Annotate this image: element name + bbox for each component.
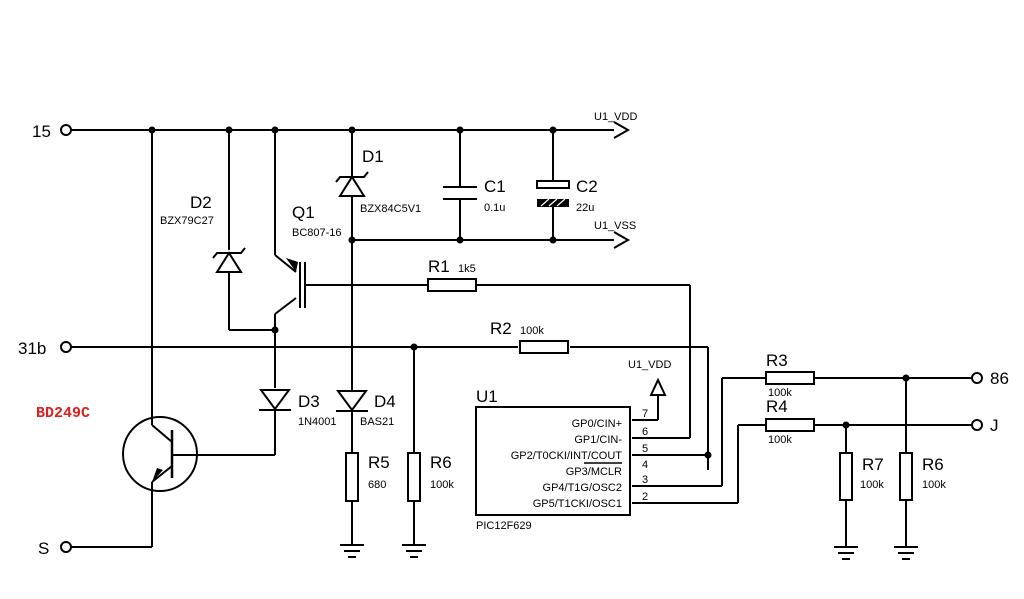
terminal-j-label: J bbox=[990, 416, 999, 435]
c2-value: 22u bbox=[576, 202, 594, 214]
terminal-15: 15 bbox=[32, 122, 72, 141]
u1-pin-num-2: 2 bbox=[642, 491, 648, 503]
c1-ref: C1 bbox=[484, 177, 506, 196]
terminal-86-label: 86 bbox=[990, 369, 1009, 388]
d3-value: 1N4001 bbox=[298, 416, 337, 428]
d1-zener-diode: D1 BZX84C5V1 bbox=[335, 147, 421, 215]
r6-left-ref: R6 bbox=[430, 453, 452, 472]
u1-pin-gp3: GP3/MCLR bbox=[566, 466, 622, 478]
r2-ref: R2 bbox=[490, 319, 512, 338]
q1-transistor: Q1 BC807-16 bbox=[286, 203, 342, 308]
c1-capacitor: C1 0.1u bbox=[443, 177, 506, 214]
d2-ref: D2 bbox=[190, 193, 212, 212]
u1-part: PIC12F629 bbox=[476, 520, 532, 532]
ground-r6-right bbox=[894, 546, 918, 560]
r6-left-value: 100k bbox=[430, 479, 454, 491]
u1-pin-num-3: 3 bbox=[642, 474, 648, 486]
u1-vdd-label: U1_VDD bbox=[628, 359, 671, 371]
terminal-s: S bbox=[38, 539, 72, 558]
vss-rail-arrow: U1_VSS bbox=[594, 220, 636, 249]
d4-diode: D4 BAS21 bbox=[336, 390, 396, 428]
r5-resistor: R5 680 bbox=[345, 452, 390, 502]
d3-ref: D3 bbox=[298, 392, 320, 411]
r7-resistor: R7 100k bbox=[839, 452, 884, 501]
r4-resistor: R4 100k bbox=[765, 397, 815, 446]
ground-r7 bbox=[834, 546, 858, 560]
d4-ref: D4 bbox=[374, 392, 396, 411]
u1-pin-gp2: GP2/T0CKI/INT/COUT bbox=[511, 450, 623, 462]
r2-value: 100k bbox=[520, 325, 544, 337]
d2-value: BZX79C27 bbox=[160, 215, 214, 227]
u1-pin-gp5: GP5/T1CKI/OSC1 bbox=[533, 498, 622, 510]
d4-value: BAS21 bbox=[360, 416, 394, 428]
r4-value: 100k bbox=[768, 434, 792, 446]
u1-pin-gp1: GP1/CIN- bbox=[574, 434, 622, 446]
terminal-j: J bbox=[971, 416, 999, 435]
u1-vdd-arrow: U1_VDD bbox=[628, 359, 671, 396]
r4-ref: R4 bbox=[766, 397, 788, 416]
r5-value: 680 bbox=[368, 479, 386, 491]
d3-diode: D3 1N4001 bbox=[259, 389, 337, 428]
q1-ref: Q1 bbox=[292, 203, 315, 222]
r3-resistor: R3 100k bbox=[765, 351, 815, 399]
u1-pin-gp0: GP0/CIN+ bbox=[572, 418, 622, 430]
terminal-s-label: S bbox=[38, 539, 49, 558]
r6-left-resistor: R6 100k bbox=[407, 452, 454, 502]
r6-right-value: 100k bbox=[922, 479, 946, 491]
c2-ref: C2 bbox=[576, 177, 598, 196]
wires bbox=[71, 129, 972, 548]
bd249c-transistor: BD249C bbox=[36, 405, 198, 492]
ground-r6-left bbox=[402, 544, 426, 558]
r1-ref: R1 bbox=[428, 257, 450, 276]
u1-pin-num-7: 7 bbox=[642, 408, 648, 420]
vdd-rail-arrow: U1_VDD bbox=[594, 111, 637, 139]
vss-rail-label: U1_VSS bbox=[594, 220, 636, 232]
bd249c-label: BD249C bbox=[36, 405, 90, 422]
r1-value: 1k5 bbox=[458, 263, 476, 275]
vdd-rail-label: U1_VDD bbox=[594, 111, 637, 123]
c1-value: 0.1u bbox=[484, 202, 505, 214]
r7-ref: R7 bbox=[862, 455, 884, 474]
r3-value: 100k bbox=[768, 387, 792, 399]
d1-value: BZX84C5V1 bbox=[360, 203, 421, 215]
d2-zener-diode: D2 BZX79C27 bbox=[160, 193, 246, 273]
terminal-31b: 31b bbox=[18, 339, 72, 358]
d1-ref: D1 bbox=[362, 147, 384, 166]
u1-pin-gp4: GP4/T1G/OSC2 bbox=[543, 482, 622, 494]
u1-ref: U1 bbox=[476, 387, 498, 406]
terminal-86: 86 bbox=[971, 369, 1009, 388]
ground-r5 bbox=[340, 544, 364, 558]
c2-capacitor: C2 22u bbox=[536, 177, 598, 214]
terminal-31b-label: 31b bbox=[18, 339, 46, 358]
u1-microcontroller: U1 PIC12F629 GP0/CIN+ GP1/CIN- GP2/T0CKI… bbox=[475, 387, 648, 532]
u1-pin-num-6: 6 bbox=[642, 426, 648, 438]
r5-ref: R5 bbox=[368, 453, 390, 472]
u1-pin-num-5: 5 bbox=[642, 443, 648, 455]
r7-value: 100k bbox=[860, 479, 884, 491]
r1-resistor: R1 1k5 bbox=[427, 257, 477, 292]
u1-pin-num-4: 4 bbox=[642, 459, 648, 471]
terminal-15-label: 15 bbox=[32, 122, 51, 141]
junctions bbox=[148, 126, 910, 459]
q1-value: BC807-16 bbox=[292, 227, 342, 239]
r2-resistor: R2 100k bbox=[490, 319, 569, 354]
r6-right-resistor: R6 100k bbox=[899, 452, 946, 501]
r3-ref: R3 bbox=[766, 351, 788, 370]
r6-right-ref: R6 bbox=[922, 455, 944, 474]
